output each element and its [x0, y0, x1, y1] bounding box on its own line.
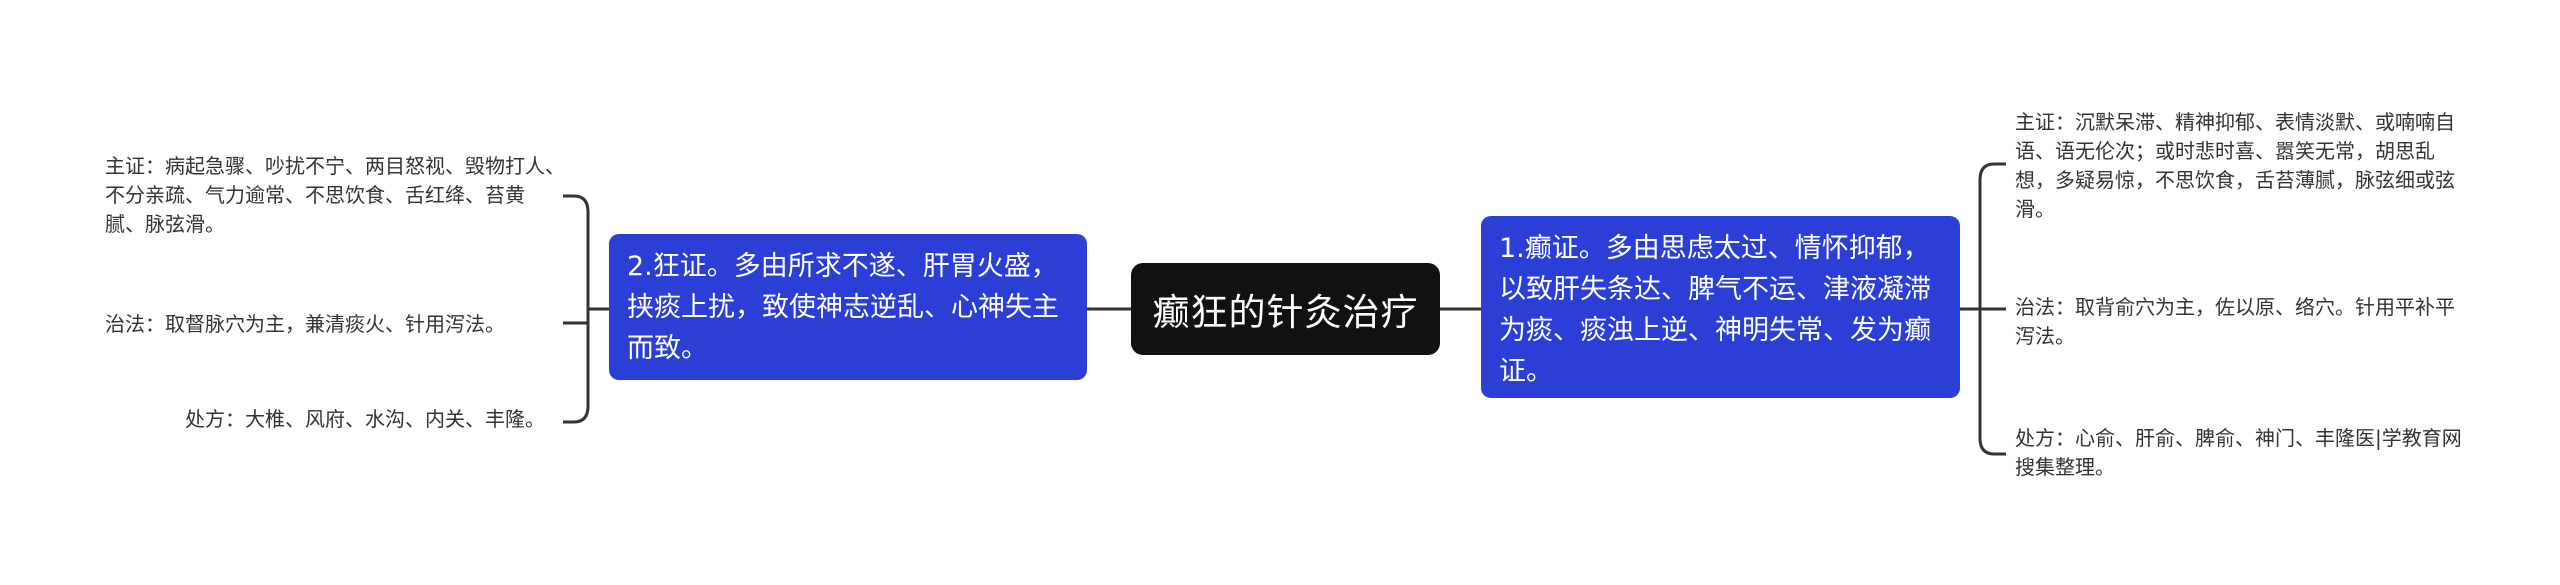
branch-kuang-syndrome[interactable]: 2.狂证。多由所求不遂、肝胃火盛，挟痰上扰，致使神志逆乱、心神失主而致。: [609, 234, 1087, 380]
bracket-right: [1960, 162, 1995, 456]
branch-dian-syndrome[interactable]: 1.癫证。多由思虑太过、情怀抑郁，以致肝失条达、脾气不运、津液凝滞为痰、痰浊上逆…: [1481, 216, 1960, 398]
leaf-kuang-prescription[interactable]: 处方：大椎、风府、水沟、内关、丰隆。: [105, 405, 545, 434]
leaf-label: 治法：取督脉穴为主，兼清痰火、针用泻法。: [105, 312, 505, 336]
leaf-dian-symptoms[interactable]: 主证：沉默呆滞、精神抑郁、表情淡默、或喃喃自语、语无伦次；或时悲时喜、嚣笑无常，…: [2015, 108, 2465, 224]
leaf-kuang-symptoms[interactable]: 主证：病起急骤、吵扰不宁、两目怒视、毁物打人、不分亲疏、气力逾常、不思饮食、舌红…: [105, 152, 565, 239]
leaf-label: 主证：病起急骤、吵扰不宁、两目怒视、毁物打人、不分亲疏、气力逾常、不思饮食、舌红…: [105, 154, 565, 236]
branch-label: 1.癫证。多由思虑太过、情怀抑郁，以致肝失条达、脾气不运、津液凝滞为痰、痰浊上逆…: [1499, 233, 1931, 387]
leaf-label: 主证：沉默呆滞、精神抑郁、表情淡默、或喃喃自语、语无伦次；或时悲时喜、嚣笑无常，…: [2015, 110, 2455, 221]
leaf-label: 处方：大椎、风府、水沟、内关、丰隆。: [185, 407, 545, 431]
leaf-label: 处方：心俞、肝俞、脾俞、神门、丰隆医|学教育网搜集整理。: [2015, 426, 2462, 479]
bracket-left: [573, 194, 609, 424]
central-topic-label: 癫狂的针灸治疗: [1152, 291, 1419, 334]
leaf-kuang-treatment[interactable]: 治法：取督脉穴为主，兼清痰火、针用泻法。: [105, 310, 565, 339]
leaf-label: 治法：取背俞穴为主，佐以原、络穴。针用平补平泻法。: [2015, 295, 2455, 348]
leaf-dian-treatment[interactable]: 治法：取背俞穴为主，佐以原、络穴。针用平补平泻法。: [2015, 293, 2465, 351]
central-topic[interactable]: 癫狂的针灸治疗: [1131, 263, 1440, 355]
branch-label: 2.狂证。多由所求不遂、肝胃火盛，挟痰上扰，致使神志逆乱、心神失主而致。: [627, 251, 1059, 364]
leaf-dian-prescription[interactable]: 处方：心俞、肝俞、脾俞、神门、丰隆医|学教育网搜集整理。: [2015, 424, 2465, 482]
